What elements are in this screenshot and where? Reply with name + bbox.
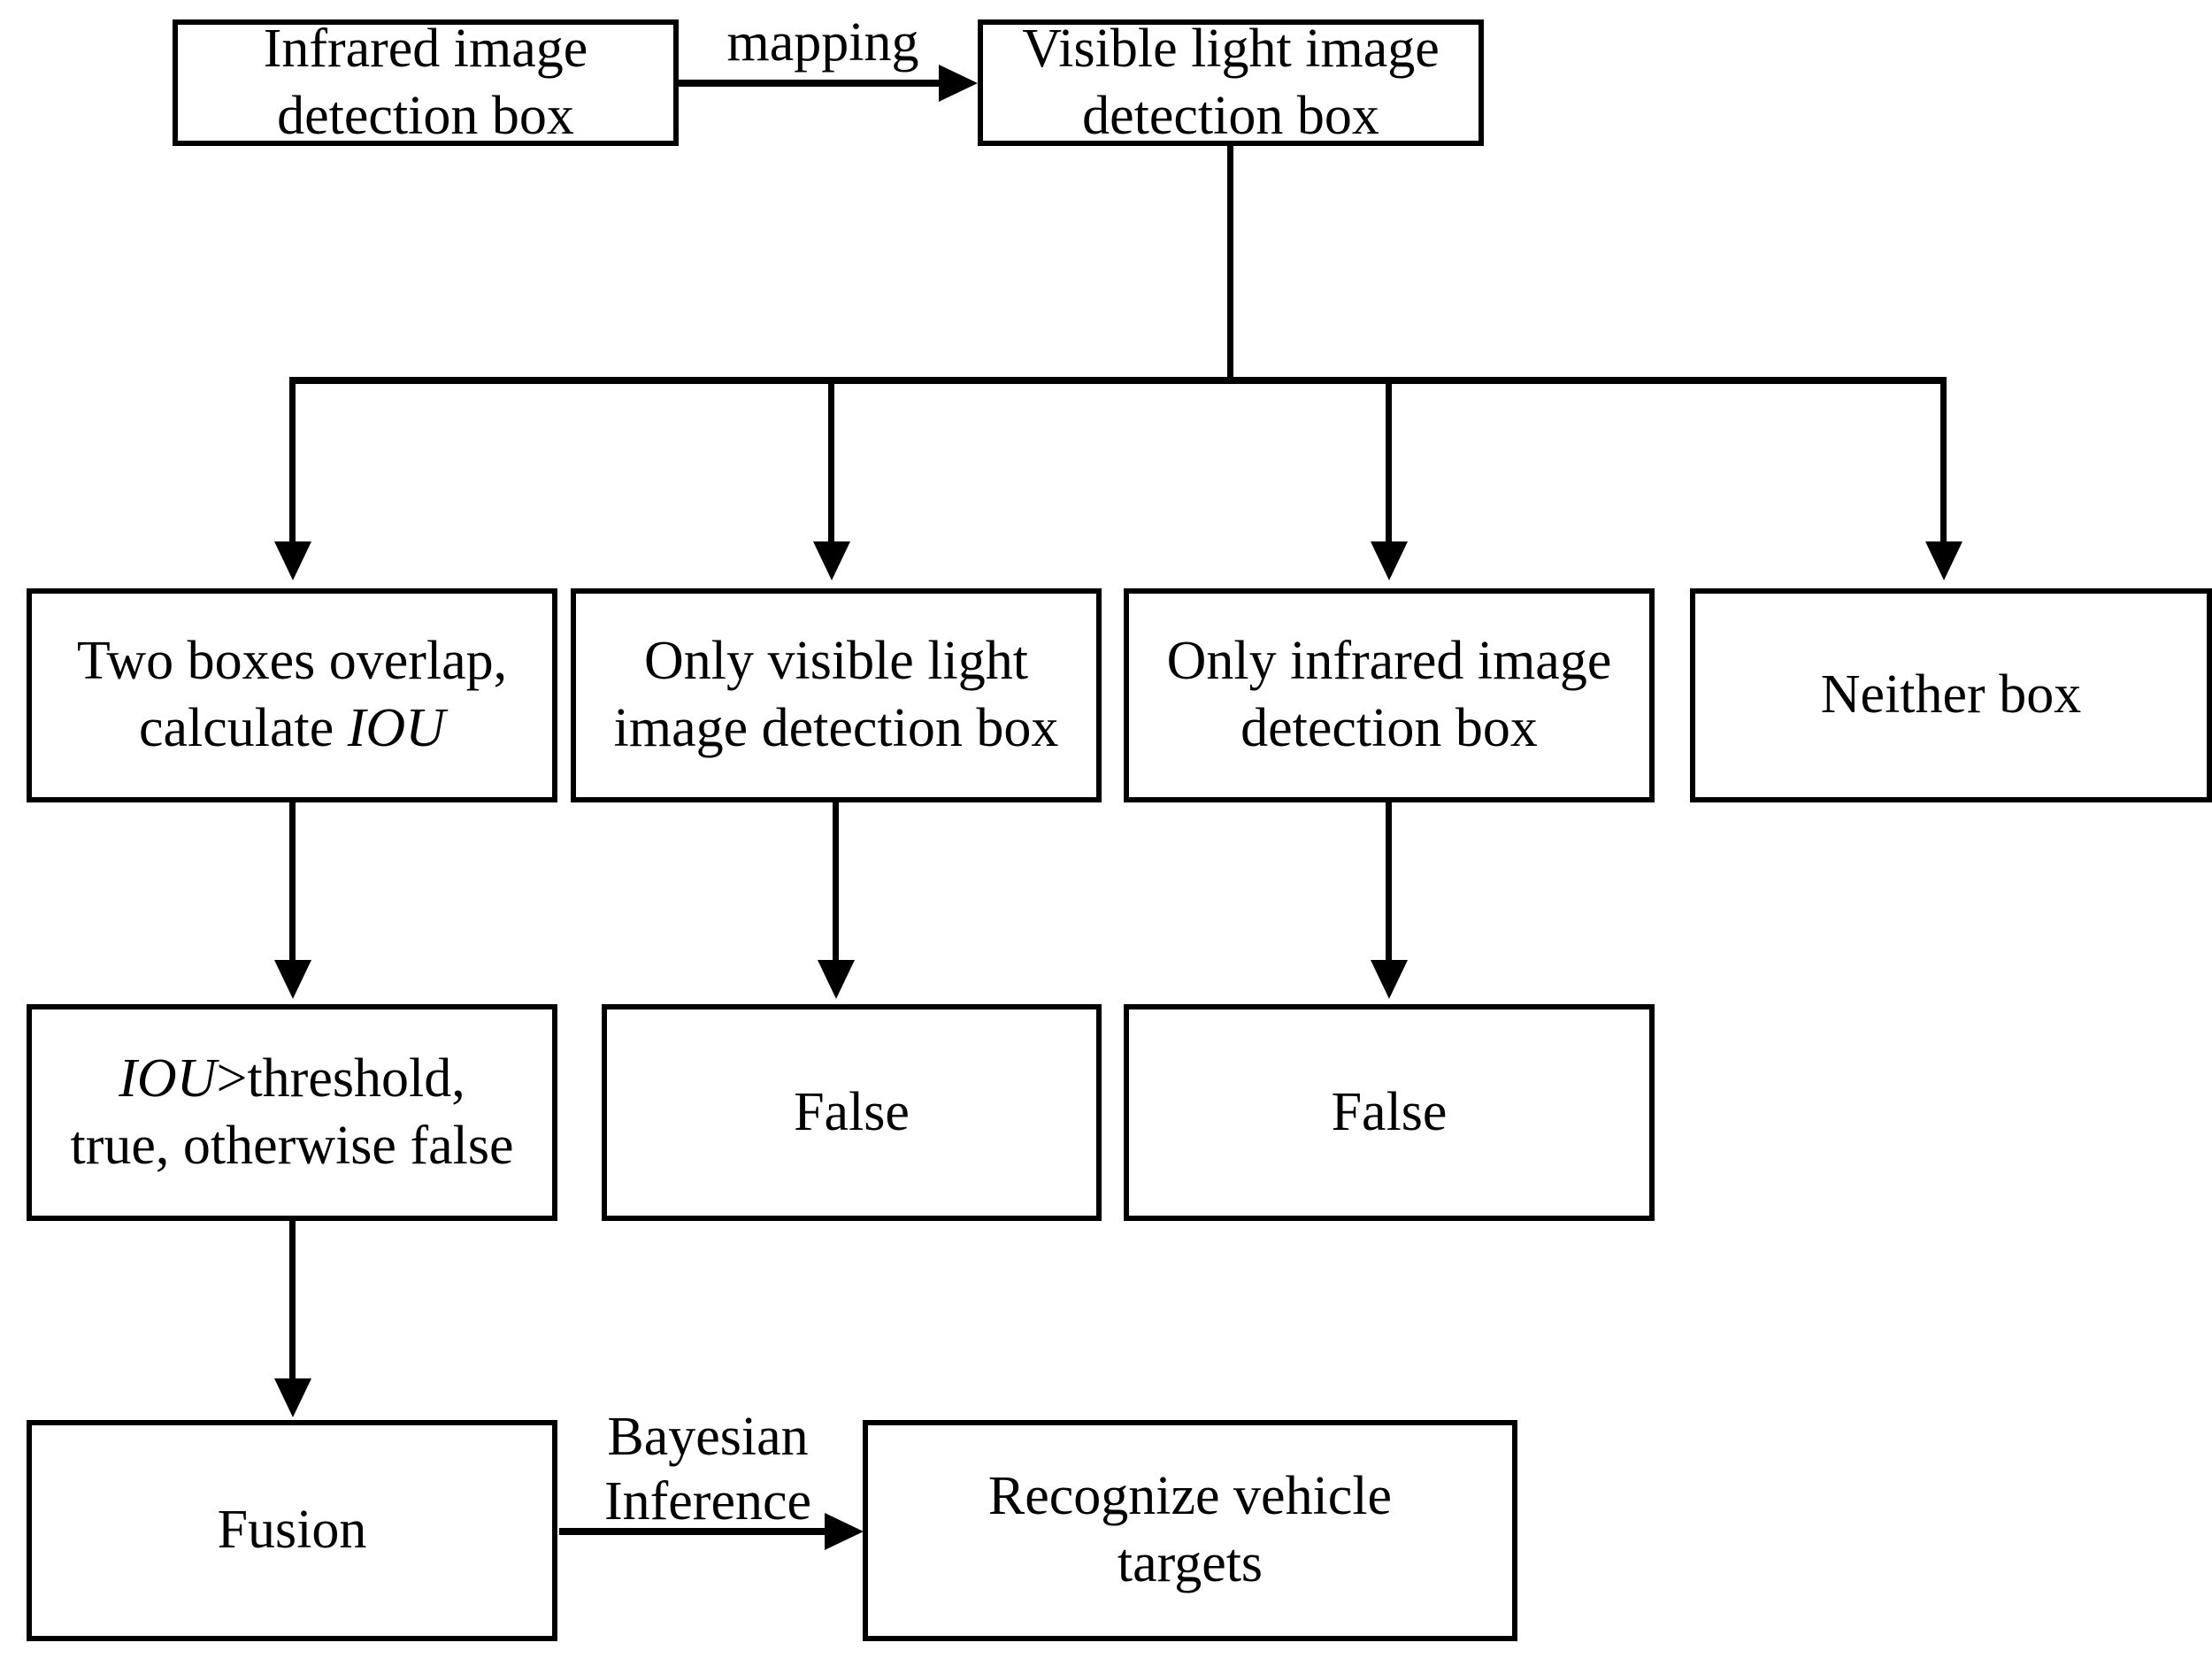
node-label: Only visible light image detection box (613, 631, 1059, 758)
edge-threshold-to-fusion-line (289, 1221, 296, 1384)
node-iou-threshold[interactable]: IOU>threshold, true, otherwise false (27, 1004, 557, 1221)
fanout-drop-4 (1940, 377, 1947, 545)
node-label: False (1331, 1081, 1448, 1142)
node-fusion[interactable]: Fusion (27, 1420, 557, 1641)
node-only-infrared-box[interactable]: Only infrared image detection box (1124, 588, 1655, 802)
node-false-visible[interactable]: False (602, 1004, 1102, 1221)
edge-onlyvisible-to-false-arrow (818, 960, 855, 999)
edge-onlyvisible-to-false-line (833, 801, 839, 963)
fanout-arrow-4 (1925, 541, 1962, 580)
edge-mapping-arrowhead (939, 65, 978, 102)
node-label: Fusion (217, 1500, 367, 1561)
node-visible-detection-box[interactable]: Visible light image detection box (978, 19, 1484, 146)
node-label: Infrared image detection box (263, 18, 588, 146)
edge-overlap-to-threshold-arrow (274, 960, 311, 999)
node-recognize-vehicle-targets[interactable]: Recognize vehicle targets (863, 1420, 1517, 1641)
fanout-stem (1227, 146, 1233, 380)
fanout-bar (289, 377, 1947, 384)
node-neither-box[interactable]: Neither box (1690, 588, 2212, 802)
edge-onlyinfrared-to-false-line (1386, 801, 1392, 963)
node-label: False (794, 1081, 910, 1142)
edge-bayesian-arrowhead (825, 1513, 864, 1550)
node-infrared-detection-box[interactable]: Infrared image detection box (173, 19, 679, 146)
node-label-part: >threshold, true, otherwise false (70, 1048, 514, 1176)
node-label: Only infrared image detection box (1166, 631, 1612, 758)
edge-onlyinfrared-to-false-arrow (1371, 960, 1408, 999)
fanout-drop-2 (828, 377, 834, 545)
fanout-arrow-1 (274, 541, 311, 580)
node-label: Two boxes overlap, calculate IOU (41, 628, 543, 762)
node-label-part: Two boxes overlap, calculate (76, 631, 508, 758)
fanout-drop-1 (289, 377, 296, 545)
node-label: Neither box (1820, 664, 2082, 725)
edge-label-bayesian-inference: Bayesian Inference (603, 1407, 811, 1532)
node-label-italic: IOU (347, 698, 445, 758)
node-false-infrared[interactable]: False (1124, 1004, 1655, 1221)
edge-mapping-line (679, 80, 941, 87)
node-label: IOU>threshold, true, otherwise false (41, 1046, 543, 1179)
node-label-italic: IOU (119, 1048, 217, 1109)
node-two-boxes-overlap[interactable]: Two boxes overlap, calculate IOU (27, 588, 557, 802)
fanout-arrow-2 (813, 541, 850, 580)
fanout-arrow-3 (1371, 541, 1408, 580)
edge-overlap-to-threshold-line (289, 801, 296, 963)
fanout-drop-3 (1386, 377, 1392, 545)
edge-threshold-to-fusion-arrow (274, 1378, 311, 1417)
edge-label-mapping: mapping (726, 12, 919, 73)
node-only-visible-box[interactable]: Only visible light image detection box (571, 588, 1102, 802)
node-label: Visible light image detection box (1022, 18, 1440, 146)
edge-bayesian-line (559, 1528, 828, 1535)
node-label: Recognize vehicle targets (987, 1466, 1393, 1593)
